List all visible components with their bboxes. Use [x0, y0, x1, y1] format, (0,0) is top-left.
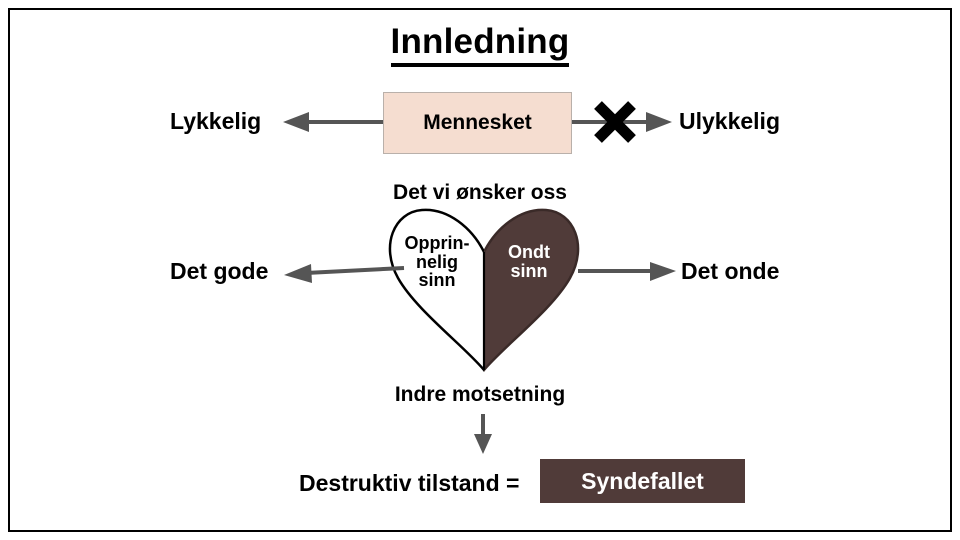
label-det-onde: Det onde: [681, 258, 780, 284]
arrow-left-icon-heart: [284, 264, 405, 283]
syndefallet-box[interactable]: Syndefallet: [540, 459, 745, 503]
arrow-down-icon: [474, 414, 492, 454]
syndefallet-label: Syndefallet: [581, 467, 704, 494]
heart-right-label: Ondt sinn: [492, 243, 566, 280]
heart-left-line-1: Opprin-: [404, 233, 470, 253]
mennesket-label: Mennesket: [423, 111, 532, 134]
heart-left-line-3: sinn: [418, 270, 456, 291]
label-ulykkelig: Ulykkelig: [679, 108, 780, 134]
heart-right-line-2: sinn: [510, 260, 548, 281]
caption-det-vi-onsker-oss: Det vi ønsker oss: [393, 181, 567, 204]
label-destruktiv-tilstand: Destruktiv tilstand =: [299, 470, 520, 496]
heart-diagram: [386, 206, 582, 372]
x-cross-icon: [594, 101, 636, 143]
page-title-text: Innledning: [390, 22, 570, 67]
arrow-right-icon-heart: [578, 262, 676, 281]
page-title: Innledning: [0, 22, 960, 67]
mennesket-box[interactable]: Mennesket: [383, 92, 572, 154]
label-lykkelig: Lykkelig: [170, 108, 262, 134]
arrow-left-icon: [283, 112, 387, 132]
label-det-gode: Det gode: [170, 258, 269, 284]
heart-left-line-2: nelig: [415, 251, 458, 272]
heart-right-line-1: Ondt: [508, 242, 550, 262]
heart-left-label: Opprin- nelig sinn: [395, 234, 479, 290]
caption-indre-motsetning: Indre motsetning: [394, 383, 566, 406]
